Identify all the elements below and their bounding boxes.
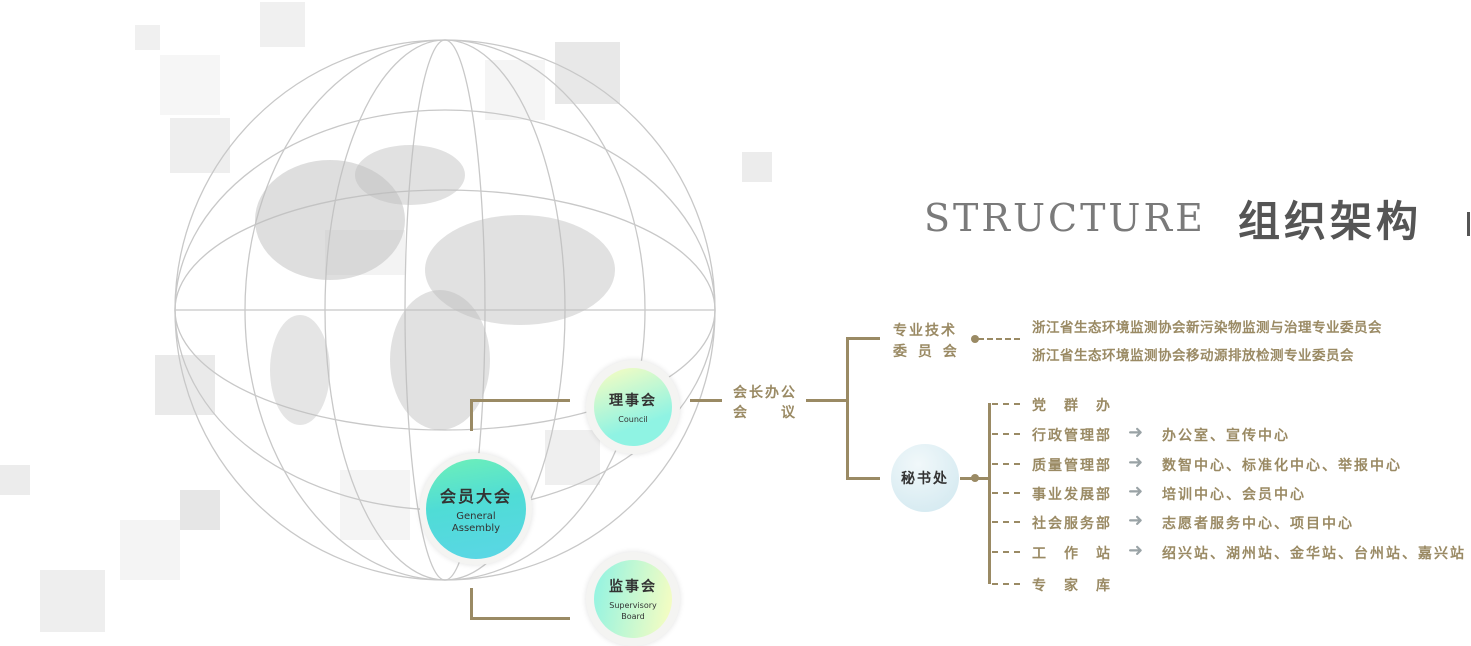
committee-item: 浙江省生态环境监测协会新污染物监测与治理专业委员会 [1032,320,1382,336]
arrow-right-icon: ➜ [1128,452,1144,473]
connector [846,337,849,480]
arrow-right-icon: ➜ [1128,422,1144,443]
dashed-connector [992,403,1020,405]
dashed-connector [978,338,1020,340]
title-chinese: 组织架构 [1238,197,1423,246]
connector [470,617,570,620]
dashed-connector [992,433,1020,435]
committee-item: 浙江省生态环境监测协会移动源排放检测专业委员会 [1032,348,1354,364]
connector [470,399,473,431]
connector [806,399,848,402]
department-item: 社会服务部 [1032,516,1112,532]
general-assembly-label: 会员大会 [439,487,512,506]
council-label-en: Council [618,414,648,424]
department-item: 党 群 办 [1032,398,1112,414]
title-english: STRUCTURE [924,196,1206,240]
connector [470,588,473,619]
department-sub: 培训中心、会员中心 [1162,487,1306,503]
president-office-label-2: 会 议 [733,405,797,421]
supervisory-label-en: Supervisory Board [609,601,657,621]
department-sub: 数智中心、标准化中心、举报中心 [1162,458,1402,474]
supervisory-board-node[interactable]: 监事会 Supervisory Board [586,552,680,646]
department-item: 行政管理部 [1032,428,1112,444]
arrow-right-icon: ➜ [1128,540,1144,561]
department-sub: 志愿者服务中心、项目中心 [1162,516,1354,532]
connector [846,337,880,340]
arrow-right-icon: ➜ [1128,510,1144,531]
department-sub: 绍兴站、湖州站、金华站、台州站、嘉兴站 [1162,546,1466,562]
connector-dot [971,474,979,482]
title-bar [1467,212,1470,236]
dashed-connector [992,463,1020,465]
tech-committee-label-2: 委 员 会 [893,344,960,360]
general-assembly-label-en: General Assembly [451,511,501,534]
connector-dot [971,335,979,343]
president-office-label: 会长办公 [733,385,797,401]
arrow-right-icon: ➜ [1128,481,1144,502]
connector [470,399,570,402]
tech-committee-label: 专业技术 [893,323,957,339]
connector [846,477,880,480]
council-node[interactable]: 理事会 Council [586,360,680,454]
connector [988,403,991,584]
department-item: 工 作 站 [1032,546,1112,562]
council-label: 理事会 [609,392,657,409]
dashed-connector [992,551,1020,553]
department-item: 质量管理部 [1032,458,1112,474]
globe-illustration [0,2,772,632]
dashed-connector [992,583,1020,585]
dashed-connector [992,492,1020,494]
secretariat-node[interactable]: 秘书处 [891,444,959,512]
department-item: 专 家 库 [1032,578,1112,594]
secretariat-label: 秘书处 [901,471,949,487]
department-item: 事业发展部 [1032,487,1112,503]
general-assembly-node[interactable]: 会员大会 General Assembly [420,453,532,565]
connector [690,399,722,402]
department-sub: 办公室、宣传中心 [1162,428,1290,444]
dashed-connector [992,521,1020,523]
supervisory-label: 监事会 [609,579,657,595]
